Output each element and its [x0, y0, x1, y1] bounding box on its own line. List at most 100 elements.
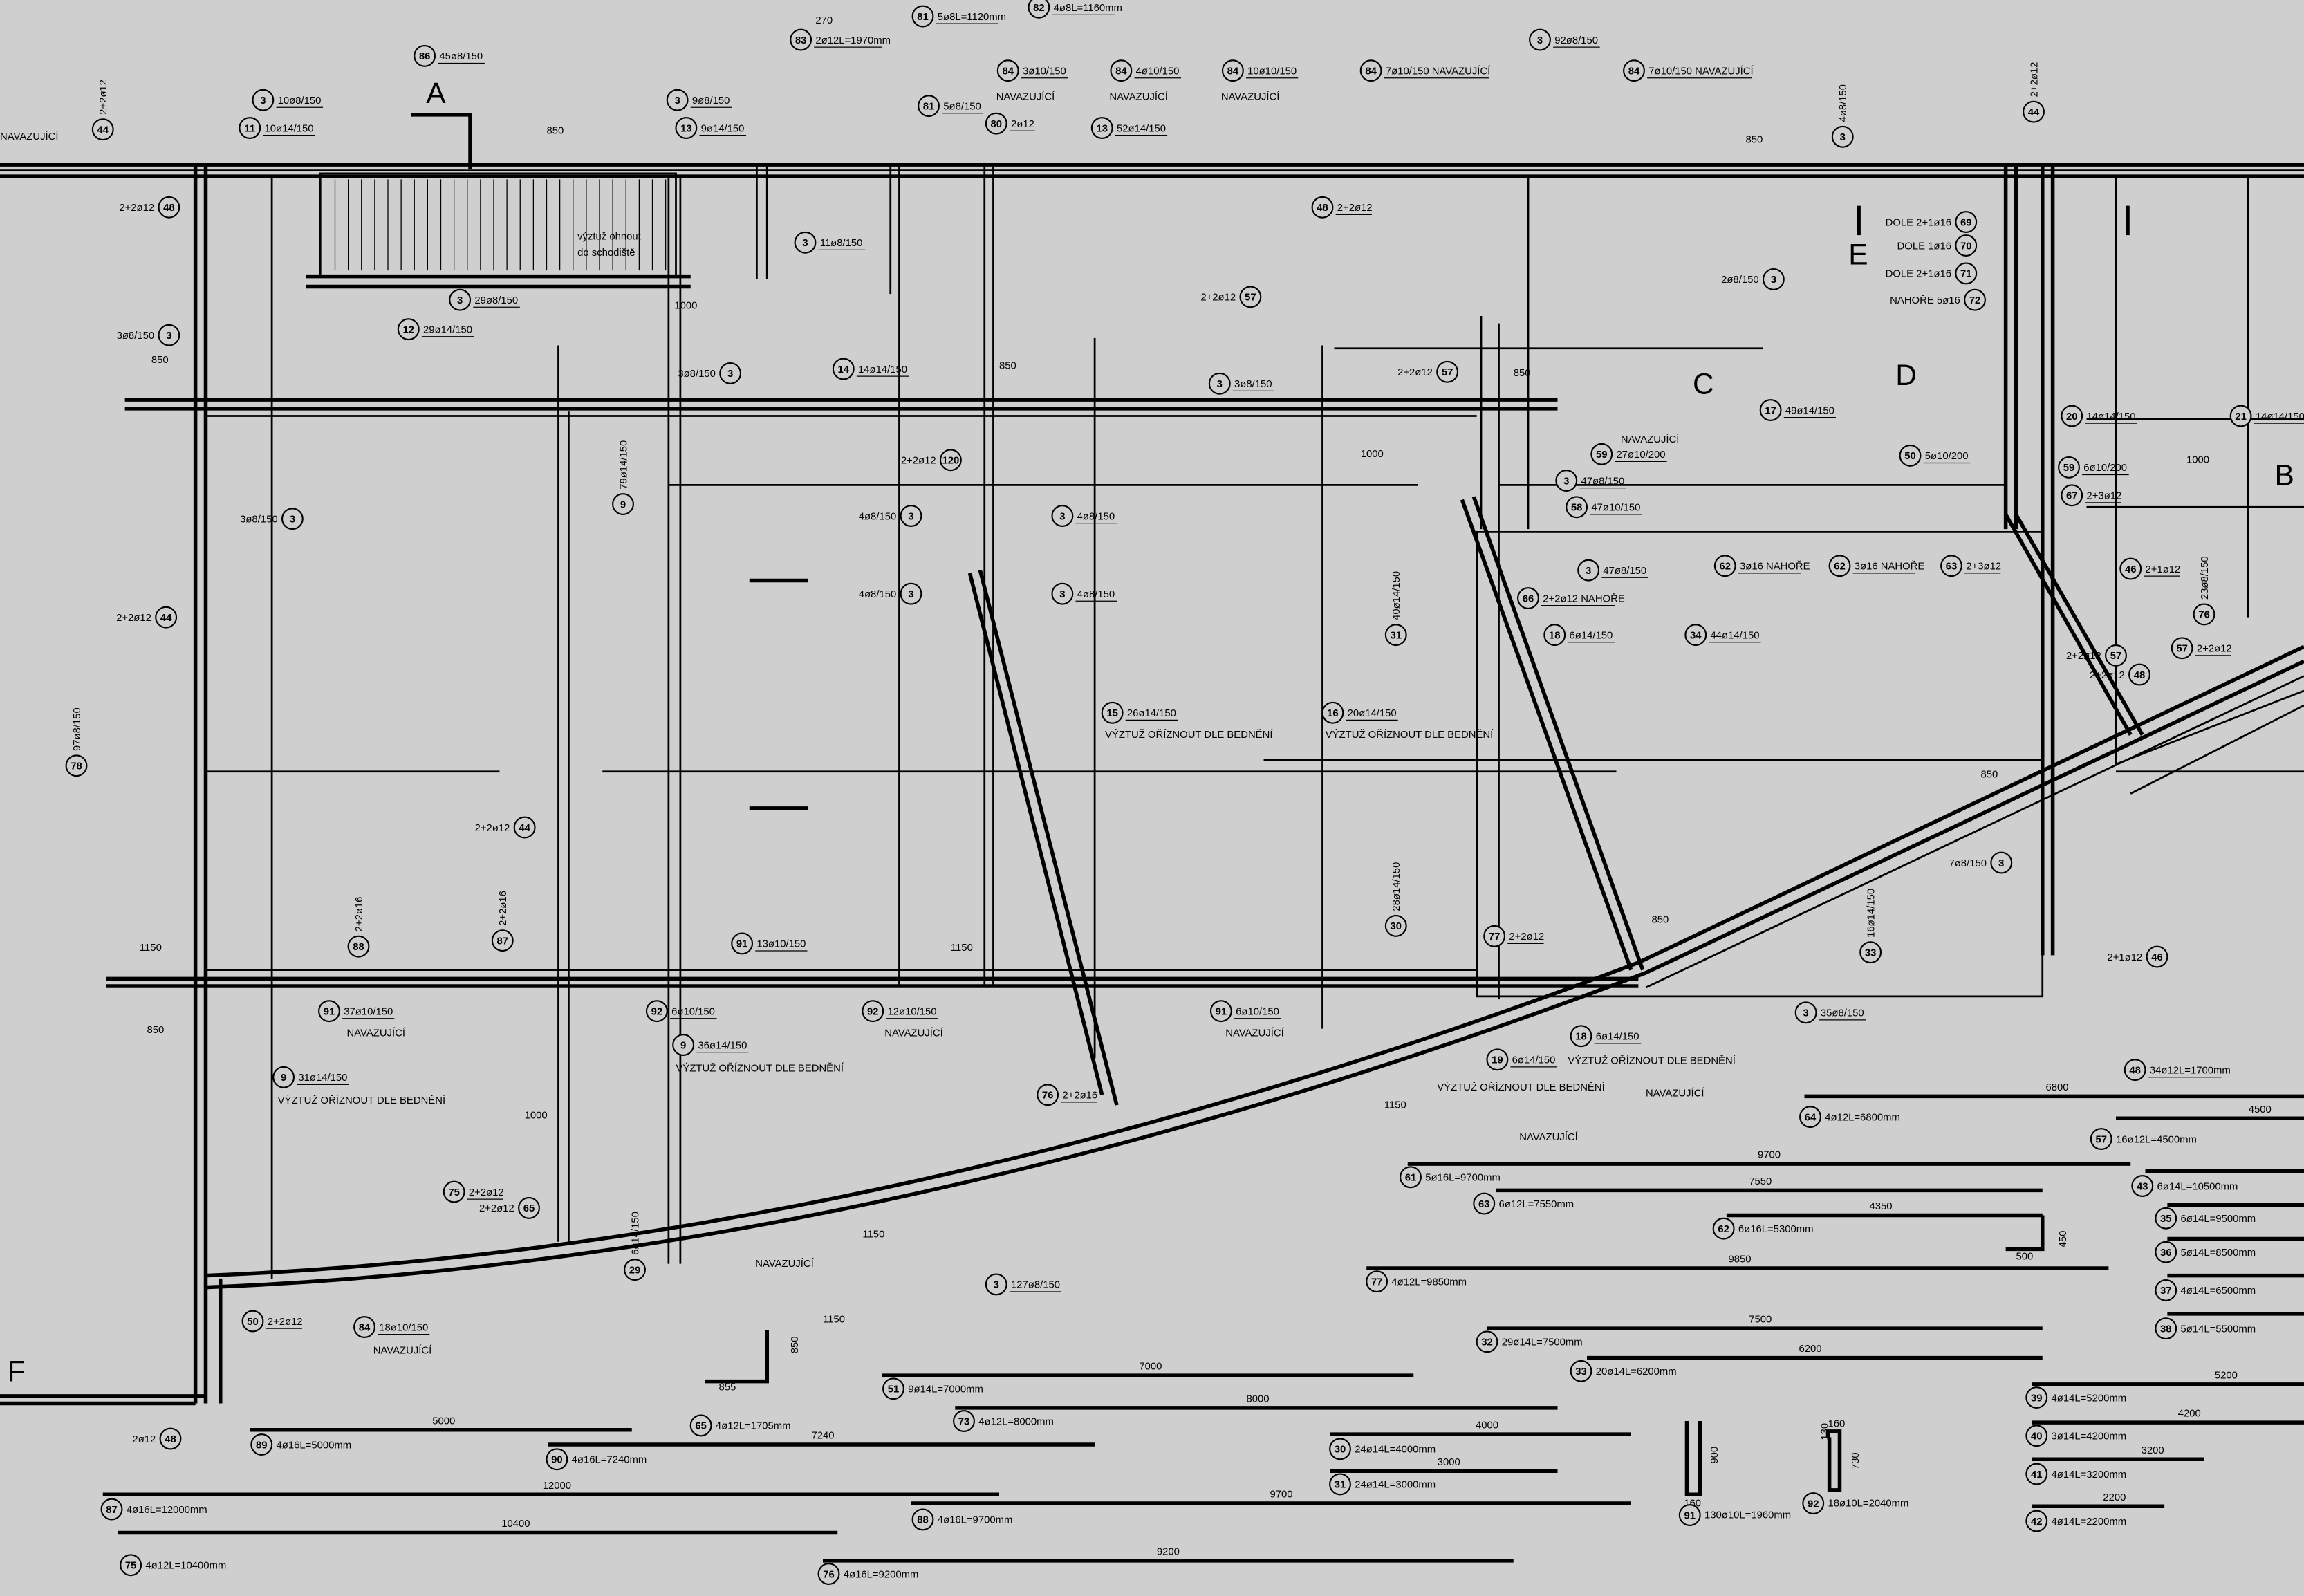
note-text: 270 — [815, 15, 833, 26]
rebar-tag: 482+2ø12 — [2090, 663, 2150, 686]
rebar-vertical-tag: 31 40ø14/150 — [1384, 571, 1407, 647]
rebar-tag-label: 2+3ø12 — [1966, 562, 2001, 573]
schedule-label: 3ø14L=4200mm — [2052, 1431, 2127, 1442]
mark-circle: 87 — [100, 1498, 123, 1521]
rebar-tag-label: 3ø16 NAHOŘE — [1740, 561, 1810, 573]
mark-number: 3 — [1059, 589, 1065, 600]
mark-number: 3 — [727, 369, 733, 380]
note-text: VÝZTUŽ OŘÍZNOUT DLE BEDNĚNÍ — [1326, 729, 1494, 741]
note-text: NAVAZUJÍCÍ — [755, 1258, 814, 1270]
mark-circle: 75 — [120, 1554, 142, 1577]
rebar-tag-label: 97ø8/150 — [72, 707, 83, 751]
mark-circle: 38 — [2155, 1317, 2177, 1340]
mark-number: 71 — [1960, 269, 1972, 280]
mark-number: 51 — [888, 1384, 900, 1395]
note-text: 850 — [147, 1025, 165, 1036]
mark-number: 44 — [2028, 107, 2040, 118]
mark-circle: 46 — [2119, 557, 2142, 580]
mark-number: 57 — [1442, 367, 1453, 378]
rebar-tag-label: 47ø8/150 — [1603, 566, 1646, 577]
bar92-leg-dim: 730 — [1850, 1452, 1861, 1469]
mark-circle: 75 — [443, 1180, 465, 1203]
note-text: 1150 — [823, 1315, 845, 1326]
mark-circle: 44 — [513, 816, 536, 839]
rebar-tag-label: 6ø14/150 — [1512, 1055, 1556, 1066]
mark-circle: 50 — [1899, 444, 1922, 467]
mark-circle: 77 — [1483, 925, 1506, 947]
mark-circle: 46 — [2146, 945, 2168, 968]
note-text: NAVAZUJÍCÍ — [996, 91, 1055, 103]
mark-circle: 3 — [449, 288, 472, 311]
schedule-label: 5ø16L=9700mm — [1425, 1173, 1501, 1184]
mark-circle: 59 — [1590, 443, 1613, 465]
schedule-label: 29ø14L=7500mm — [1502, 1337, 1583, 1348]
mark-number: 75 — [448, 1187, 460, 1198]
mark-circle: 44 — [155, 606, 178, 629]
mark-number: 42 — [2031, 1516, 2043, 1528]
rebar-tag-label: 6ø14/150 — [630, 1212, 641, 1255]
mark-circle: 51 — [882, 1377, 904, 1400]
mark-circle: 87 — [491, 929, 514, 952]
mark-number: 48 — [2134, 670, 2146, 681]
rebar-tag-label: 14ø14/150 — [2087, 411, 2136, 423]
mark-circle: 48 — [2128, 663, 2150, 686]
mark-number: 16 — [1327, 708, 1339, 719]
mark-circle: 57 — [2105, 644, 2127, 667]
rebar-tag-label: 4ø8L=1160mm — [1054, 3, 1122, 14]
mark-number: 78 — [71, 761, 82, 772]
rebar-tag-label: 3ø10/150 — [1023, 66, 1066, 77]
mark-number: 20 — [2066, 411, 2078, 423]
rebar-tag-label: 44ø14/150 — [1711, 630, 1760, 641]
mark-number: 3 — [290, 514, 295, 526]
mark-circle: 92 — [1802, 1492, 1825, 1514]
mark-number: 91 — [324, 1006, 335, 1017]
mark-circle: 59 — [2058, 456, 2080, 479]
mark-circle: 31 — [1384, 624, 1407, 647]
rebar-tag-label: 4ø8/150 — [1838, 84, 1849, 122]
mark-circle: 3 — [719, 362, 742, 384]
mark-circle: 3 — [1208, 372, 1231, 395]
rebar-tag-label: 2+2ø12 — [1200, 293, 1236, 304]
mark-number: 120 — [942, 456, 959, 467]
mark-number: 44 — [160, 613, 172, 624]
rebar-tag: 572+2ø12 — [1397, 360, 1459, 383]
mark-number: 63 — [1946, 562, 1958, 573]
rebar-tag: 82 4ø8L=1160mm — [1028, 0, 1122, 19]
mark-circle: 82 — [1028, 0, 1050, 19]
mark-number: 81 — [923, 101, 935, 112]
rebar-tag-label: 40ø14/150 — [1391, 571, 1402, 620]
schedule-label: 4ø12L=8000mm — [978, 1416, 1054, 1427]
mark-circle: 81 — [911, 5, 934, 28]
rebar-tag-label: 49ø14/150 — [1785, 405, 1834, 416]
rebar-tag-label: 6ø14/150 — [1570, 630, 1613, 641]
mark-circle: 3 — [1051, 582, 1074, 605]
mark-circle: 44 — [2023, 100, 2045, 123]
schedule-label: 20ø14L=6200mm — [1596, 1366, 1677, 1377]
mark-circle: 81 — [918, 95, 940, 118]
schedule-label: 4ø16L=9200mm — [844, 1569, 919, 1580]
rebar-tag-label: 2+2ø12 — [901, 456, 936, 467]
mark-circle: 89 — [250, 1433, 273, 1456]
